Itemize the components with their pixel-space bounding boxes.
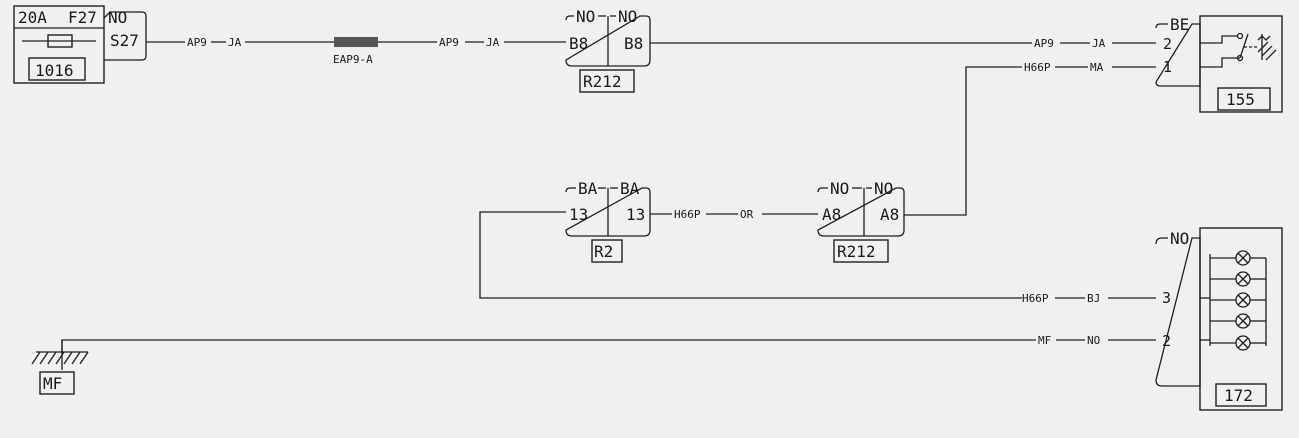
wire-code: AP9 (1034, 37, 1054, 50)
wire-color: JA (486, 36, 500, 49)
connector-pin-right: A8 (880, 205, 899, 224)
pressure-switch-icon (1200, 32, 1277, 68)
fuse-box-1016[interactable]: 20A F27 1016 NO S27 (13, 5, 147, 84)
wire-color: OR (740, 208, 754, 221)
connector-pin-right: B8 (624, 34, 643, 53)
connector-color-left: BA (578, 179, 598, 198)
wire-color: JA (228, 36, 242, 49)
connector-pin-left: A8 (822, 205, 841, 224)
fuse-box-id-frame (28, 57, 86, 81)
connector-r212-mid[interactable]: NO NO A8 A8 R212 (817, 179, 905, 263)
lamp-pin-top: 3 (1162, 289, 1171, 307)
connector-id-frame (579, 69, 635, 93)
wire-ap9-ja-3[interactable]: AP9 JA (650, 37, 1156, 50)
wire-ap9-ja-2[interactable]: AP9 JA (378, 36, 566, 49)
wire-code: H66P (1024, 61, 1051, 74)
connector-id: R212 (837, 242, 876, 261)
fuse-box-outline (13, 5, 105, 84)
switch-pin-bottom: 1 (1163, 58, 1172, 76)
switch-pin-top: 2 (1163, 35, 1172, 53)
connector-color-left: NO (576, 7, 595, 26)
in-line-splice[interactable]: EAP9-A (333, 37, 378, 66)
wire-mf-no[interactable]: MF NO (61, 334, 1156, 370)
lamp-connector-color: NO (1170, 229, 1189, 248)
connector-pin-left: 13 (569, 205, 588, 224)
fuse-icon (47, 34, 73, 48)
wire-code: AP9 (187, 36, 207, 49)
lamp-pin-bottom: 2 (1162, 332, 1171, 350)
wire-ap9-ja-1[interactable]: AP9 JA (146, 36, 334, 49)
ground-id-frame (39, 371, 75, 395)
connector-color-left: NO (830, 179, 849, 198)
switch-155[interactable]: BE 2 1 155 (1155, 15, 1283, 113)
connector-id: R2 (594, 242, 613, 261)
wire-h66p-bj[interactable]: H66P BJ (479, 211, 1156, 305)
wire-color: BJ (1087, 292, 1100, 305)
ground-mf[interactable]: MF (31, 340, 89, 395)
lamp-id-frame (1215, 383, 1267, 407)
ground-id: MF (43, 374, 62, 393)
connector-color-right: NO (874, 179, 893, 198)
wire-code: MF (1038, 334, 1051, 347)
wire-color: NO (1087, 334, 1100, 347)
fuse-box-connector (103, 11, 147, 61)
fuse-box-terminal: S27 (110, 31, 139, 50)
fuse-box-connector-color: NO (108, 8, 127, 27)
bulb-icon (1235, 292, 1251, 308)
lamp-bulbs (1200, 254, 1267, 346)
wire-code: H66P (674, 208, 701, 221)
bulb-icon (1235, 271, 1251, 287)
switch-body (1199, 15, 1283, 113)
wire-code: AP9 (439, 36, 459, 49)
switch-id-frame (1217, 87, 1271, 111)
bulb-icon (1235, 335, 1251, 351)
connector-id-frame (833, 239, 889, 263)
wire-h66p-ma[interactable]: H66P MA (924, 61, 1156, 216)
connector-pin-right: 13 (626, 205, 645, 224)
ground-icon (31, 351, 89, 365)
fuse-code: F27 (68, 8, 97, 27)
wire-color: MA (1090, 61, 1104, 74)
fuse-rating: 20A (18, 8, 47, 27)
switch-connector-color: BE (1170, 15, 1189, 34)
splice-label: EAP9-A (333, 53, 373, 66)
bulb-icon (1235, 250, 1251, 266)
splice-icon (334, 37, 378, 47)
connector-r2[interactable]: BA BA 13 13 R2 (565, 179, 651, 263)
lamp-unit-172[interactable]: NO 3 2 172 (1155, 227, 1283, 411)
connector-r212-top[interactable]: NO NO B8 B8 R212 (565, 7, 651, 93)
wire-color: JA (1092, 37, 1106, 50)
bulb-icon (1235, 313, 1251, 329)
lamp-body (1199, 227, 1283, 411)
connector-id-frame (591, 239, 623, 263)
wire-code: H66P (1022, 292, 1049, 305)
connector-color-right: NO (618, 7, 637, 26)
connector-id: R212 (583, 72, 622, 91)
fuse-box-id: 1016 (35, 61, 74, 80)
switch-id: 155 (1226, 90, 1255, 109)
connector-color-right: BA (620, 179, 640, 198)
wire-h66p-or[interactable]: H66P OR (650, 208, 818, 221)
connector-pin-left: B8 (569, 34, 588, 53)
lamp-id: 172 (1224, 386, 1253, 405)
